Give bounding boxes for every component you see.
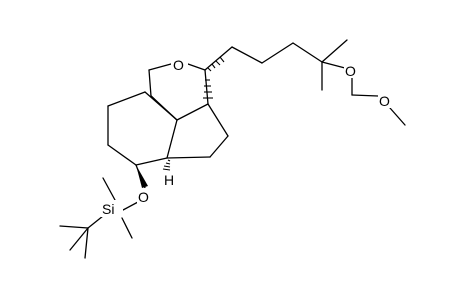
bond [209,135,229,158]
bond [321,39,348,63]
bond [389,107,406,126]
bond [187,63,206,71]
bond [176,103,209,121]
hashed-bond [162,159,171,171]
bond [122,201,139,211]
bond [204,69,209,105]
wedge-bond [150,94,177,120]
ring-oxygen-label: O [173,57,184,73]
silyl-oxygen-label: O [138,189,149,205]
bond [135,157,168,166]
bond [148,63,172,71]
bond [292,42,323,63]
bond [59,225,89,229]
bond [148,69,152,97]
mom-oxygen-2-label: O [379,93,390,109]
bond [87,215,104,229]
bond [351,94,379,97]
mom-oxygen-1-label: O [345,63,356,79]
bond [84,227,89,259]
bond [204,46,233,71]
bond [69,227,89,251]
bond [107,91,146,107]
silicon-label: Si [102,201,114,217]
atom-label-layer: O O O O Si H [101,56,394,217]
bond [231,46,263,64]
hashed-bond [207,56,225,72]
bond [107,144,137,166]
bond [166,119,178,159]
stereo-bond-layer [136,56,225,188]
bond [121,217,133,239]
wedge-bond [136,165,148,188]
bond [321,61,346,69]
bond [102,177,116,201]
bond [166,156,211,159]
bond [261,42,294,64]
bond [207,103,229,137]
hashed-bond [203,79,213,99]
ring-fusion-hydrogen-label: H [164,172,174,188]
